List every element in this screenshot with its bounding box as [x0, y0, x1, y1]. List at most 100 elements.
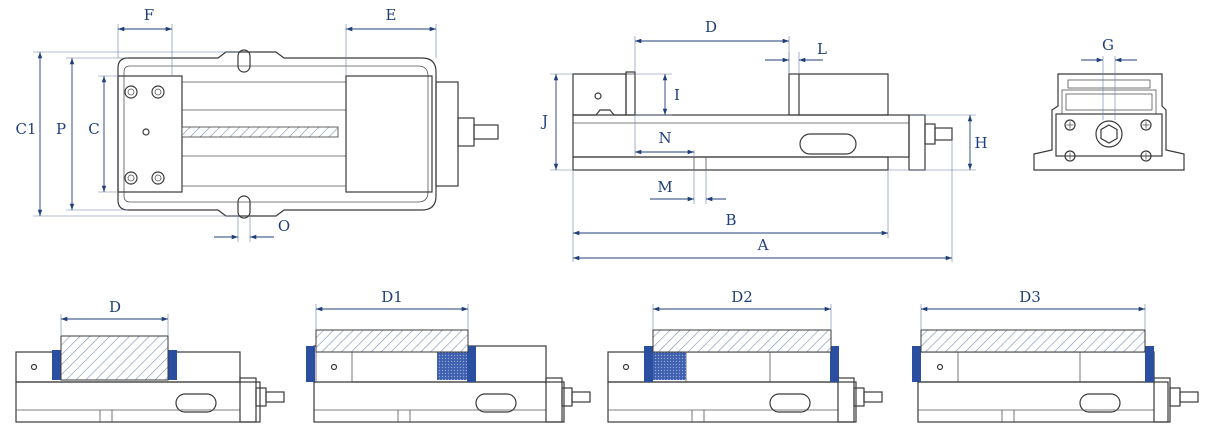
end-top-jaw	[1067, 79, 1151, 89]
spindle-hatched	[181, 126, 339, 138]
jaw-blue-left	[644, 346, 653, 382]
jaw-blue-right	[1145, 346, 1154, 382]
bolt-icon	[154, 88, 162, 96]
hex-socket-icon	[1100, 124, 1118, 144]
top-shaft	[457, 117, 475, 147]
jaw-knurled	[653, 352, 686, 380]
workpiece-hatched	[652, 329, 832, 353]
side-base	[572, 156, 889, 171]
config-label: D	[109, 298, 121, 316]
config-jaw-block	[315, 351, 353, 383]
config-slot	[769, 393, 811, 413]
end-spindle-circle	[1095, 120, 1123, 148]
config-D3: D3	[912, 288, 1199, 423]
bolt-icon	[127, 174, 135, 182]
top-shaft-tip	[473, 124, 499, 140]
end-view: G	[1033, 36, 1185, 171]
label-D: D	[705, 18, 717, 36]
side-fixed-jaw-plate	[625, 71, 636, 116]
screw-icon	[1064, 150, 1076, 162]
bolt-icon	[124, 171, 138, 185]
end-body	[1055, 113, 1163, 157]
jaw-blue-right	[168, 350, 177, 380]
bolt-icon	[151, 85, 165, 99]
config-end-cap	[239, 377, 257, 423]
config-base	[15, 381, 261, 423]
bolt-icon	[154, 174, 162, 182]
label-O: O	[278, 217, 290, 235]
config-base	[313, 381, 565, 423]
label-G: G	[1102, 36, 1114, 54]
end-jaw-inner	[1065, 93, 1153, 111]
label-E: E	[386, 6, 397, 24]
label-C: C	[88, 120, 99, 138]
config-D1: D1	[306, 288, 591, 423]
pin-icon	[30, 363, 38, 371]
config-label: D1	[381, 288, 403, 306]
jaw-blue-left	[306, 346, 315, 382]
config-label: D3	[1019, 288, 1041, 306]
pin-icon	[622, 363, 630, 371]
config-label: D2	[731, 288, 753, 306]
jaw-blue-right	[467, 346, 476, 382]
config-base	[607, 381, 857, 423]
workpiece-hatched	[60, 335, 169, 381]
label-B: B	[725, 211, 736, 229]
label-H: H	[974, 134, 987, 152]
end-jaw-frame	[1061, 89, 1157, 115]
screw-icon	[1140, 119, 1152, 131]
side-shaft	[924, 123, 936, 145]
pin-icon	[594, 92, 602, 100]
pin-icon	[936, 363, 944, 371]
config-slot	[1079, 393, 1121, 413]
jaw-blue-right	[830, 346, 839, 382]
top-body-inner	[123, 65, 429, 203]
top-fixed-jaw	[117, 75, 183, 193]
workpiece-hatched	[920, 329, 1146, 353]
side-fixed-jaw	[572, 73, 627, 116]
label-F: F	[144, 6, 154, 24]
top-movable-jaw	[345, 75, 433, 193]
label-A: A	[757, 236, 769, 254]
bolt-icon	[127, 88, 135, 96]
bolt-icon	[124, 85, 138, 99]
label-N: N	[658, 129, 671, 147]
label-J: J	[540, 112, 548, 130]
pin-icon	[142, 128, 150, 136]
config-slot	[475, 393, 517, 413]
config-end-cap	[837, 377, 855, 423]
screw-icon	[1140, 150, 1152, 162]
config-body	[917, 351, 1155, 383]
side-shaft-tip	[934, 127, 953, 141]
top-slot-lower	[237, 195, 251, 219]
config-D2: D2	[607, 288, 883, 423]
config-base	[917, 381, 1169, 423]
jaw-blue-left	[52, 350, 61, 380]
bolt-icon	[151, 171, 165, 185]
side-movable-jaw-body	[799, 73, 889, 116]
side-end-cap	[908, 114, 926, 171]
side-body-upper	[572, 114, 910, 158]
config-body	[607, 351, 839, 383]
label-C1: C1	[15, 120, 36, 138]
screw-icon	[1064, 119, 1076, 131]
top-slot-upper	[237, 49, 251, 73]
config-D: D	[15, 298, 285, 423]
pin-icon	[330, 363, 338, 371]
top-body-outline	[117, 51, 437, 217]
config-slot	[175, 393, 217, 413]
side-slot	[799, 133, 857, 155]
label-P: P	[56, 120, 66, 138]
side-view: D L I J N H M B	[540, 18, 988, 262]
workpiece-hatched	[315, 329, 469, 353]
label-I: I	[674, 86, 680, 104]
end-outline	[1033, 73, 1185, 171]
label-M: M	[657, 178, 672, 196]
config-end-cap	[545, 377, 563, 423]
jaw-blue-left	[912, 346, 921, 382]
top-end-cap	[435, 81, 459, 187]
top-view: F E C1 P C O	[15, 6, 499, 242]
jaw-knurled	[437, 352, 467, 380]
